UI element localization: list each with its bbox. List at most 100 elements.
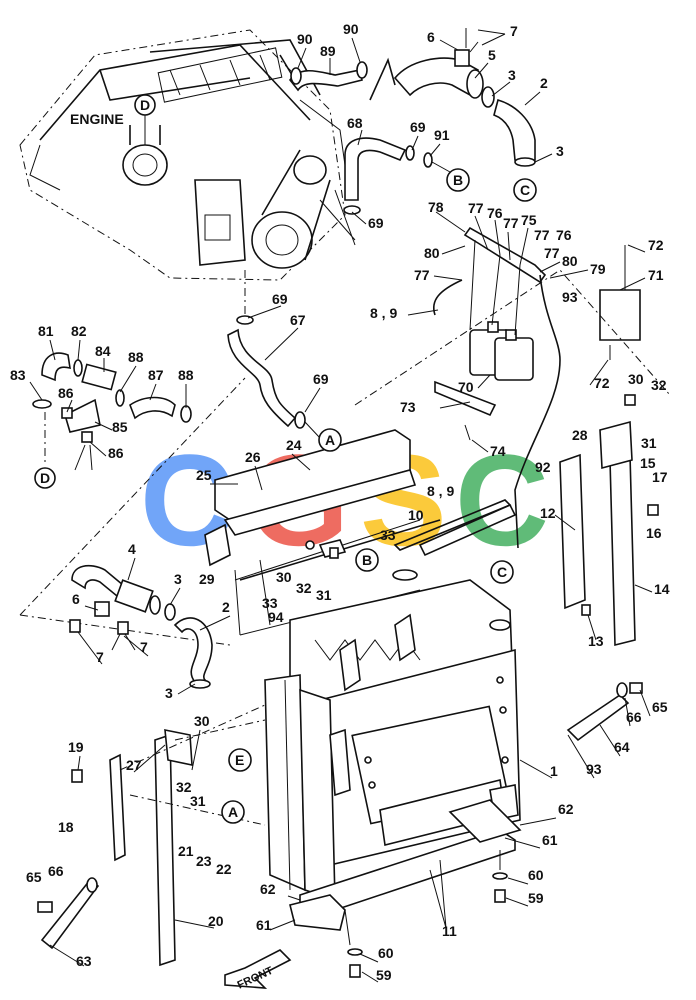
part-76b: 76 [556, 227, 572, 243]
front-arrow: FRONT [224, 949, 292, 992]
part-22: 22 [216, 861, 232, 877]
part-25: 25 [196, 467, 212, 483]
reference-markers: B C A B C E A [221, 168, 537, 824]
part-65a: 65 [652, 699, 668, 715]
bottom-hardware [347, 872, 508, 978]
part-72a: 72 [648, 237, 664, 253]
reserve-tank [433, 226, 641, 549]
radiator-assembly [264, 569, 521, 902]
part-30a: 30 [628, 371, 644, 387]
part-64: 64 [614, 739, 630, 755]
part-72b: 72 [594, 375, 610, 391]
part-92: 92 [535, 459, 551, 475]
part-59b: 59 [376, 967, 392, 983]
bottom-frame [289, 799, 522, 946]
part-3-mid: 3 [174, 571, 182, 587]
part-77d: 77 [544, 245, 560, 261]
part-12: 12 [540, 505, 556, 521]
ref-letter-b-mid: B [362, 552, 372, 568]
part-93b: 93 [586, 761, 602, 777]
part-91: 91 [434, 127, 450, 143]
part-75: 75 [521, 212, 537, 228]
part-20: 20 [208, 913, 224, 929]
part-60a: 60 [528, 867, 544, 883]
part-26: 26 [245, 449, 261, 465]
part-14: 14 [654, 581, 670, 597]
drain-parts-left: D [32, 352, 192, 489]
part-24: 24 [286, 437, 302, 453]
part-86b: 86 [108, 445, 124, 461]
ref-letter-c-mid: C [497, 564, 507, 580]
part-67: 67 [290, 312, 306, 328]
upper-hoses [289, 28, 536, 167]
part-71: 71 [648, 267, 664, 283]
part-61a: 61 [542, 832, 558, 848]
part-2-top: 2 [540, 75, 548, 91]
watermark-letter-c2: C [455, 427, 549, 573]
part-27: 27 [126, 757, 142, 773]
part-87: 87 [148, 367, 164, 383]
engine-drawing: ENGINE D [19, 29, 356, 281]
part-69-top: 69 [410, 119, 426, 135]
part-80a: 80 [424, 245, 440, 261]
part-94: 94 [268, 609, 284, 625]
part-7-mid2: 7 [140, 639, 148, 655]
part-83: 83 [10, 367, 26, 383]
part-11: 11 [442, 923, 457, 939]
part-15: 15 [640, 455, 656, 471]
part-88a: 88 [128, 349, 144, 365]
part-16: 16 [646, 525, 662, 541]
part-3-top2: 3 [556, 143, 564, 159]
part-85: 85 [112, 419, 128, 435]
part-62b: 62 [260, 881, 276, 897]
leader-lines [29, 29, 653, 983]
part-62a: 62 [558, 801, 574, 817]
part-19: 19 [68, 739, 84, 755]
part-77e: 77 [414, 267, 430, 283]
part-60b: 60 [378, 945, 394, 961]
part-66a: 66 [626, 709, 642, 725]
part-32c: 32 [176, 779, 192, 795]
part-6-top: 6 [427, 29, 435, 45]
part-28: 28 [572, 427, 588, 443]
part-3-bottom: 3 [165, 685, 173, 701]
ref-letter-c-top: C [520, 182, 530, 198]
part-89: 89 [320, 43, 336, 59]
part-93a: 93 [562, 289, 578, 305]
part-74: 74 [490, 443, 506, 459]
part-70: 70 [458, 379, 474, 395]
part-29: 29 [199, 571, 215, 587]
part-3-top: 3 [508, 67, 516, 83]
part-31b: 31 [316, 587, 332, 603]
frame-brackets [204, 429, 517, 636]
part-73: 73 [400, 399, 416, 415]
part-32b: 32 [296, 580, 312, 596]
part-76a: 76 [487, 205, 503, 221]
part-7-mid1: 7 [96, 649, 104, 665]
part-86a: 86 [58, 385, 74, 401]
part-80b: 80 [562, 253, 578, 269]
part-77c: 77 [534, 227, 550, 243]
ref-letter-a-bottom: A [228, 804, 238, 820]
ref-letter-d-top: D [140, 97, 150, 113]
ref-circle-d-left [34, 467, 56, 489]
part-69-hose: 69 [313, 371, 329, 387]
part-7-top: 7 [510, 23, 518, 39]
part-23: 23 [196, 853, 212, 869]
part-2-mid: 2 [222, 599, 230, 615]
engine-label: ENGINE [70, 111, 124, 127]
part-10: 10 [408, 507, 424, 523]
part-90b: 90 [343, 21, 359, 37]
part-5: 5 [488, 47, 496, 63]
part-68: 68 [347, 115, 363, 131]
ref-letter-a-mid: A [325, 432, 335, 448]
part-18: 18 [58, 819, 74, 835]
part-4: 4 [128, 541, 136, 557]
part-17: 17 [652, 469, 668, 485]
part-31a: 31 [641, 435, 657, 451]
part-69-engine: 69 [272, 291, 288, 307]
part-number-labels: 90 89 90 6 7 5 3 2 3 68 69 91 69 78 77 7… [10, 21, 670, 983]
part-21: 21 [178, 843, 194, 859]
part-90a: 90 [297, 31, 313, 47]
